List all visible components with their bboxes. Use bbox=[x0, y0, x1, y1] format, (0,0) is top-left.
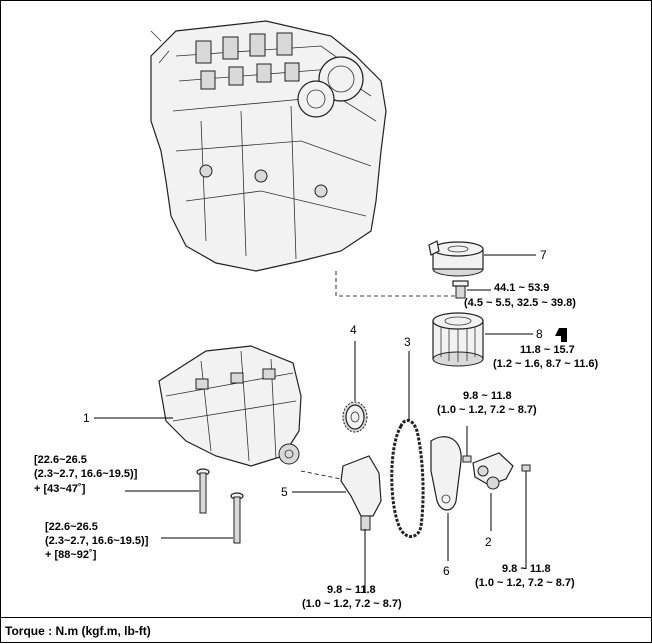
torque-mid-line2: (1.0 ~ 1.2, 7.2 ~ 8.7) bbox=[437, 404, 537, 416]
torque-right-line2: (1.0 ~ 1.2, 7.2 ~ 8.7) bbox=[475, 577, 575, 589]
chain-guide-illustration bbox=[340, 455, 382, 531]
torque-left2-line1: [22.6~26.5 bbox=[45, 521, 98, 533]
callout-7: 7 bbox=[540, 248, 547, 262]
engine-block-illustration bbox=[150, 20, 387, 272]
tensioner-arm-illustration bbox=[430, 436, 462, 511]
oil-pump-module-illustration bbox=[158, 345, 302, 467]
torque-bottom-line2: (1.0 ~ 1.2, 7.2 ~ 8.7) bbox=[302, 598, 402, 610]
torque-units-note: Torque : N.m (kgf.m, lb-ft) bbox=[5, 624, 151, 638]
torque-left2-line2: (2.3~2.7, 16.6~19.5)] bbox=[45, 535, 149, 547]
bolt-upper-illustration bbox=[196, 468, 210, 514]
callout-8: 8 bbox=[536, 327, 543, 341]
sprocket-illustration bbox=[342, 401, 368, 433]
torque-bottom-line1: 9.8 ~ 11.8 bbox=[327, 584, 376, 596]
tensioner-illustration bbox=[462, 426, 531, 506]
torque-left2-line3: + [88~92˚] bbox=[45, 549, 97, 561]
footer-bar: Torque : N.m (kgf.m, lb-ft) bbox=[1, 617, 652, 644]
union-bolt-illustration bbox=[452, 280, 469, 299]
torque-right-line1: 9.8 ~ 11.8 bbox=[502, 563, 551, 575]
torque-left1-line3: + [43~47˚] bbox=[34, 483, 86, 495]
callout-3: 3 bbox=[404, 335, 411, 349]
torque-8-line1: 11.8 ~ 15.7 bbox=[520, 344, 575, 356]
callout-5: 5 bbox=[281, 485, 288, 499]
torque-7-line1: 44.1 ~ 53.9 bbox=[494, 282, 549, 294]
bolt-lower-illustration bbox=[230, 492, 244, 544]
guide-line-2 bbox=[300, 470, 342, 480]
torque-left1-line2: (2.3~2.7, 16.6~19.5)] bbox=[34, 468, 138, 480]
wrench-icon bbox=[555, 328, 567, 342]
timing-chain-illustration bbox=[390, 418, 425, 538]
exploded-view-diagram: 7 44.1 ~ 53.9 (4.5 ~ 5.5, 32.5 ~ 39.8) 8… bbox=[34, 20, 599, 610]
callout-6: 6 bbox=[443, 564, 450, 578]
callout-4: 4 bbox=[350, 323, 357, 337]
oil-filter-illustration bbox=[432, 312, 484, 367]
callout-1: 1 bbox=[83, 411, 90, 425]
torque-8-line2: (1.2 ~ 1.6, 8.7 ~ 11.6) bbox=[493, 358, 599, 370]
oil-cooler-illustration bbox=[428, 240, 484, 277]
torque-7-line2: (4.5 ~ 5.5, 32.5 ~ 39.8) bbox=[464, 297, 576, 309]
torque-left1-line1: [22.6~26.5 bbox=[34, 454, 87, 466]
guide-line bbox=[335, 271, 461, 297]
callout-2: 2 bbox=[485, 535, 492, 549]
torque-mid-line1: 9.8 ~ 11.8 bbox=[463, 390, 512, 402]
